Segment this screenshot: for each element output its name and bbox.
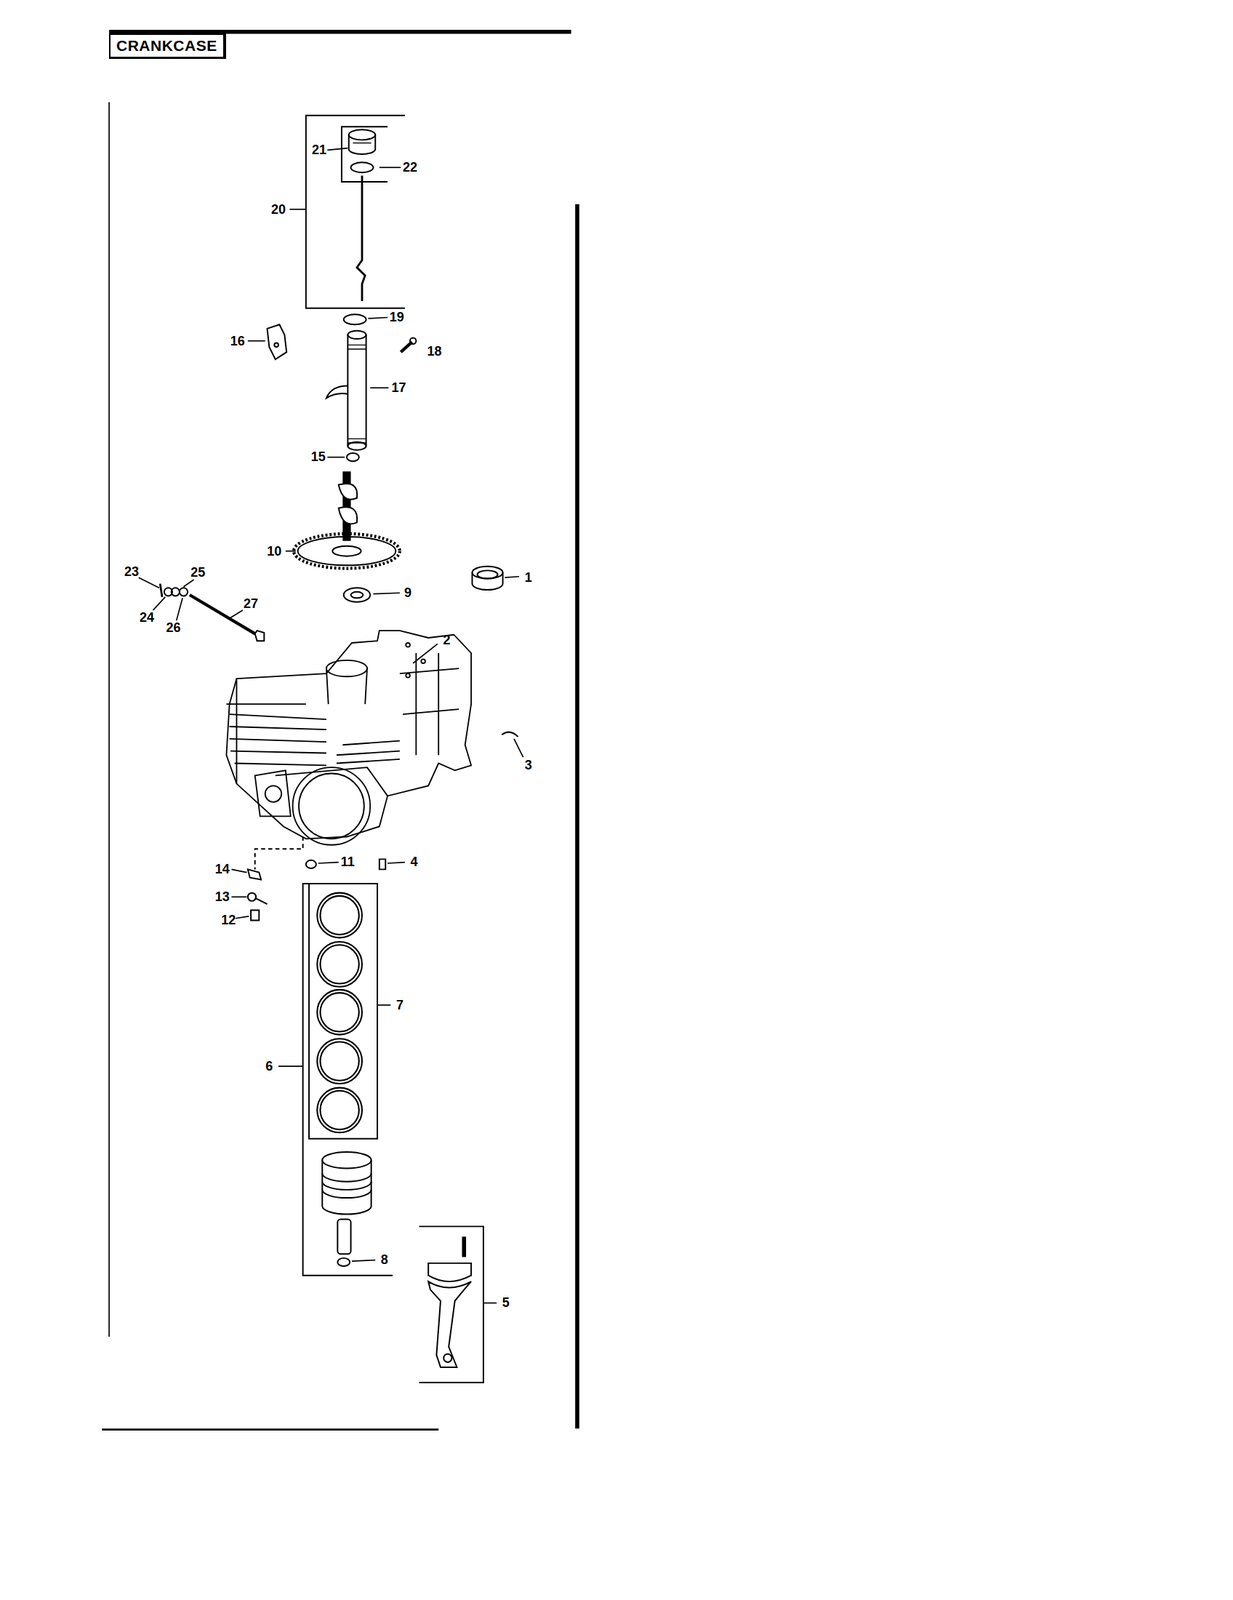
callout-number: 8 bbox=[380, 1252, 389, 1266]
callout-number: 18 bbox=[427, 344, 443, 358]
callout-number: 2 bbox=[442, 633, 451, 647]
callout-number: 20 bbox=[271, 202, 286, 216]
callout-number: 6 bbox=[265, 1059, 273, 1073]
callout-number: 21 bbox=[311, 143, 327, 157]
callout-number: 10 bbox=[266, 544, 282, 558]
callout-number: 14 bbox=[215, 862, 230, 876]
callout-number: 5 bbox=[502, 1295, 510, 1309]
callout-number: 17 bbox=[391, 380, 406, 395]
callout-number: 27 bbox=[243, 596, 259, 610]
callout-number: 12 bbox=[221, 913, 236, 927]
callout-number: 3 bbox=[524, 758, 533, 772]
callout-number: 9 bbox=[404, 585, 412, 600]
callout-number: 13 bbox=[215, 889, 230, 903]
title-box: CRANKCASE bbox=[109, 33, 227, 59]
callout-number: 11 bbox=[340, 854, 355, 869]
callout-number: 4 bbox=[410, 854, 419, 869]
callout-number: 25 bbox=[190, 565, 206, 579]
callout-number: 23 bbox=[124, 564, 139, 578]
callout-number: 22 bbox=[402, 160, 418, 174]
callout-number: 1 bbox=[524, 570, 533, 584]
callout-number: 26 bbox=[165, 620, 181, 634]
callout-number: 19 bbox=[389, 310, 405, 324]
callout-number: 15 bbox=[311, 450, 326, 464]
diagram-title: CRANKCASE bbox=[116, 37, 218, 54]
callout-number: 16 bbox=[230, 334, 246, 348]
callout-number: 7 bbox=[396, 998, 404, 1012]
callout-number: 24 bbox=[139, 610, 155, 624]
